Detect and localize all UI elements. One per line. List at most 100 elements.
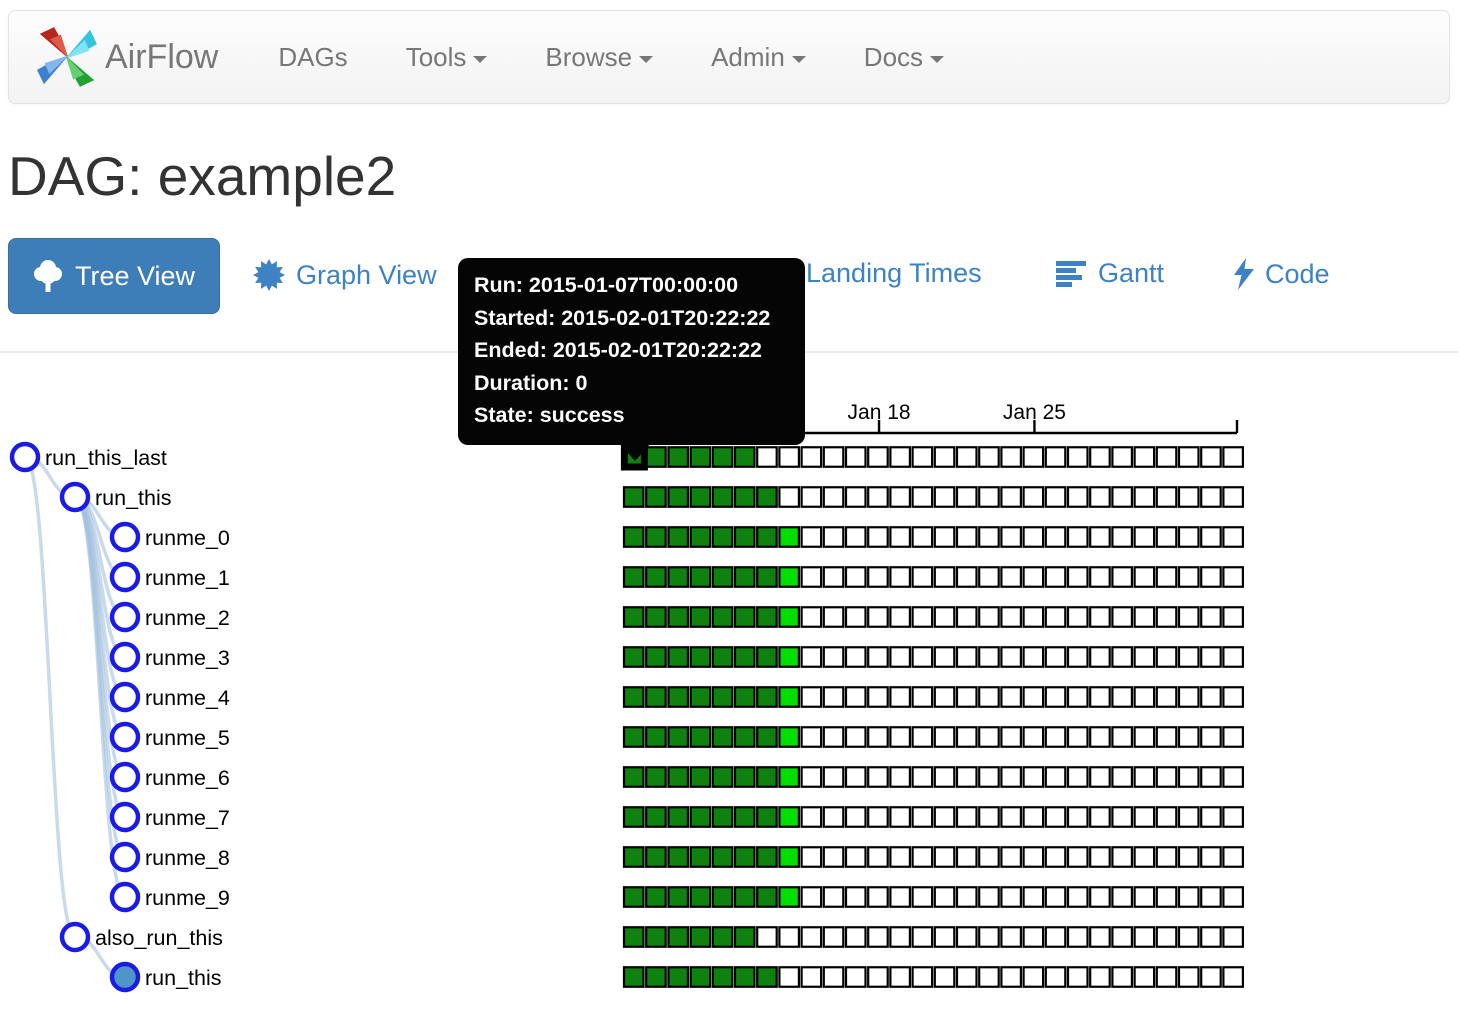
navbar-brand[interactable]: AirFlow	[33, 23, 218, 91]
task-instance-cell[interactable]	[1111, 806, 1134, 828]
task-instance-cell[interactable]	[955, 846, 978, 868]
task-instance-cell[interactable]	[978, 526, 1000, 548]
task-instance-cell[interactable]	[667, 926, 690, 948]
task-instance-cell[interactable]	[1133, 486, 1156, 508]
task-instance-cell[interactable]	[1000, 446, 1023, 468]
nav-item-docs[interactable]: Docs	[864, 42, 945, 73]
task-instance-cell[interactable]	[689, 726, 712, 748]
task-instance-cell[interactable]	[822, 686, 845, 708]
task-instance-cell[interactable]	[822, 926, 845, 948]
task-instance-cell[interactable]	[955, 486, 978, 508]
task-instance-cell[interactable]	[1200, 926, 1222, 948]
task-instance-cell[interactable]	[978, 686, 1000, 708]
task-instance-cell[interactable]	[844, 806, 867, 828]
nav-item-dags[interactable]: DAGs	[278, 41, 348, 72]
task-instance-cell[interactable]	[667, 606, 690, 628]
task-instance-cell[interactable]	[955, 686, 978, 708]
task-instance-cell[interactable]	[955, 646, 978, 668]
task-instance-cell[interactable]	[844, 486, 867, 508]
task-instance-cell[interactable]	[1155, 686, 1178, 708]
task-instance-cell[interactable]	[933, 646, 956, 668]
task-instance-cell[interactable]	[889, 446, 912, 468]
task-instance-cell[interactable]	[911, 646, 934, 668]
task-instance-cell[interactable]	[711, 526, 734, 548]
task-instance-cell[interactable]	[667, 566, 690, 588]
task-instance-cell[interactable]	[1089, 766, 1111, 788]
task-instance-cell[interactable]	[911, 766, 934, 788]
task-instance-cell[interactable]	[911, 566, 934, 588]
task-instance-cell[interactable]	[778, 806, 801, 828]
task-instance-cell[interactable]	[1200, 526, 1222, 548]
task-instance-cell[interactable]	[822, 846, 845, 868]
task-instance-cell[interactable]	[1111, 926, 1134, 948]
task-instance-cell[interactable]	[667, 766, 690, 788]
task-node-circle[interactable]	[109, 961, 141, 993]
task-instance-cell[interactable]	[844, 766, 867, 788]
task-instance-cell[interactable]	[1000, 926, 1023, 948]
task-instance-cell[interactable]	[756, 566, 778, 588]
task-instance-cell[interactable]	[1111, 886, 1134, 908]
task-instance-cell[interactable]	[889, 846, 912, 868]
task-instance-cell[interactable]	[622, 846, 645, 868]
task-instance-cell[interactable]	[1177, 606, 1200, 628]
task-instance-cell[interactable]	[622, 726, 645, 748]
task-instance-cell[interactable]	[1177, 806, 1200, 828]
task-instance-cell[interactable]	[955, 806, 978, 828]
task-instance-cell[interactable]	[978, 846, 1000, 868]
task-instance-cell[interactable]	[844, 686, 867, 708]
task-instance-cell[interactable]	[778, 566, 801, 588]
task-instance-cell[interactable]	[867, 486, 889, 508]
task-instance-cell[interactable]	[1000, 526, 1023, 548]
task-instance-cell[interactable]	[756, 766, 778, 788]
task-instance-cell[interactable]	[889, 526, 912, 548]
task-instance-cell[interactable]	[622, 806, 645, 828]
task-instance-cell[interactable]	[1155, 566, 1178, 588]
task-node-circle[interactable]	[109, 681, 141, 713]
task-instance-cell[interactable]	[933, 566, 956, 588]
task-instance-cell[interactable]	[822, 486, 845, 508]
task-instance-cell[interactable]	[778, 926, 801, 948]
task-instance-cell[interactable]	[800, 726, 823, 748]
task-instance-cell[interactable]	[1089, 446, 1111, 468]
task-instance-cell[interactable]	[844, 886, 867, 908]
task-instance-cell[interactable]	[689, 846, 712, 868]
task-instance-cell[interactable]	[622, 566, 645, 588]
task-instance-cell[interactable]	[1044, 726, 1067, 748]
task-instance-cell[interactable]	[711, 766, 734, 788]
task-instance-cell[interactable]	[622, 686, 645, 708]
task-instance-cell[interactable]	[1022, 606, 1045, 628]
task-instance-cell[interactable]	[778, 526, 801, 548]
task-instance-cell[interactable]	[1133, 606, 1156, 628]
task-instance-cell[interactable]	[1155, 606, 1178, 628]
task-instance-cell[interactable]	[1111, 686, 1134, 708]
task-instance-cell[interactable]	[1066, 526, 1089, 548]
task-instance-cell[interactable]	[1089, 566, 1111, 588]
task-instance-cell[interactable]	[822, 806, 845, 828]
task-node-circle[interactable]	[59, 481, 91, 513]
task-instance-cell[interactable]	[1000, 566, 1023, 588]
task-instance-cell[interactable]	[822, 606, 845, 628]
task-instance-cell[interactable]	[1022, 686, 1045, 708]
task-instance-cell[interactable]	[1022, 886, 1045, 908]
task-instance-cell[interactable]	[645, 566, 667, 588]
task-node-circle[interactable]	[109, 801, 141, 833]
task-instance-cell[interactable]	[1089, 486, 1111, 508]
graph-view-link[interactable]: Graph View	[252, 258, 437, 292]
task-instance-cell[interactable]	[911, 886, 934, 908]
task-instance-cell[interactable]	[800, 686, 823, 708]
task-instance-cell[interactable]	[1222, 686, 1245, 708]
task-instance-cell[interactable]	[667, 966, 690, 988]
task-instance-cell[interactable]	[711, 686, 734, 708]
task-instance-cell[interactable]	[711, 726, 734, 748]
task-instance-cell[interactable]	[800, 886, 823, 908]
task-instance-cell[interactable]	[778, 606, 801, 628]
task-instance-cell[interactable]	[1066, 606, 1089, 628]
task-instance-cell[interactable]	[1066, 486, 1089, 508]
task-instance-cell[interactable]	[711, 566, 734, 588]
task-instance-cell[interactable]	[1044, 766, 1067, 788]
task-instance-cell[interactable]	[1177, 686, 1200, 708]
task-instance-cell[interactable]	[889, 726, 912, 748]
task-instance-cell[interactable]	[1066, 726, 1089, 748]
task-instance-cell[interactable]	[978, 606, 1000, 628]
task-instance-cell[interactable]	[867, 846, 889, 868]
